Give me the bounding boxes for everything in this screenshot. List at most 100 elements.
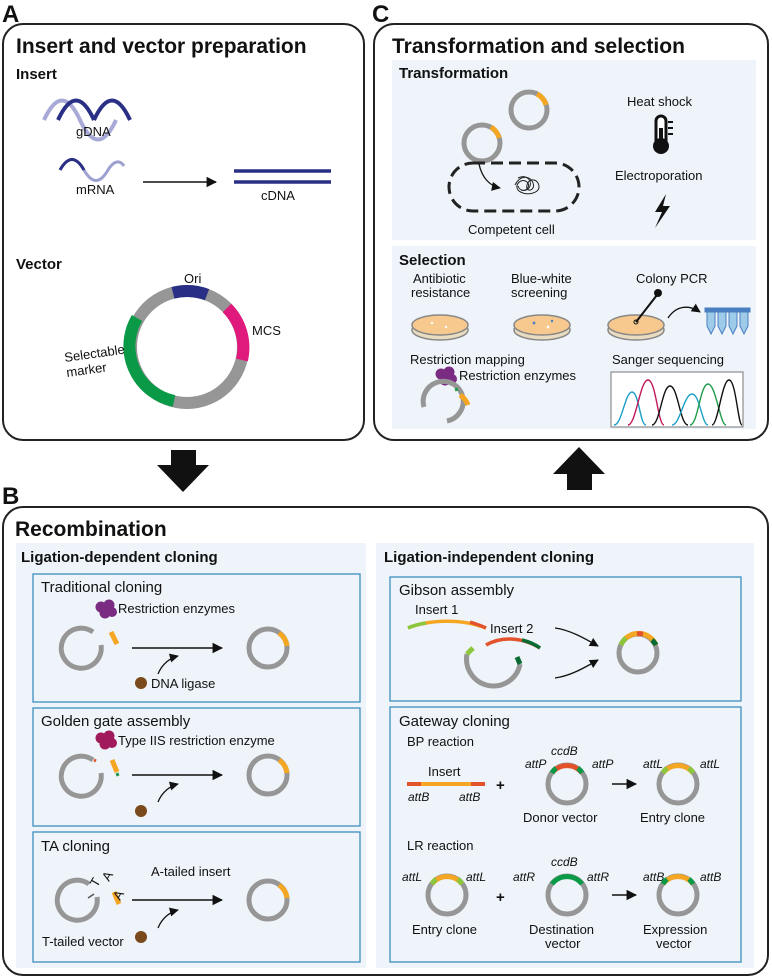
up-arrow-icon <box>553 447 605 490</box>
lr-entry-clone-icon <box>425 873 469 917</box>
panel-c-title: Transformation and selection <box>392 35 685 58</box>
golden-gate-enzyme-label: Type IIS restriction enzyme <box>118 733 275 748</box>
ligation-dependent-heading: Ligation-dependent cloning <box>21 549 218 566</box>
antibiotic-label-1: Antibiotic <box>413 271 466 286</box>
panel-c-letter: C <box>372 1 389 28</box>
golden-gate-ligase-icon <box>135 805 147 817</box>
vector-heading: Vector <box>16 256 62 273</box>
antibiotic-label-2: resistance <box>411 285 470 300</box>
transformation-box <box>392 60 756 240</box>
attb-label-1: attB <box>408 790 429 804</box>
bluewhite-label-2: screening <box>511 285 567 300</box>
ligation-independent-heading: Ligation-independent cloning <box>384 549 594 566</box>
gdna-helix-icon <box>42 98 132 142</box>
sanger-label: Sanger sequencing <box>612 352 724 367</box>
golden-gate-cut-plasmid-icon <box>58 753 120 799</box>
insert-heading: Insert <box>16 66 57 83</box>
bp-reaction-label: BP reaction <box>407 734 474 749</box>
attb-label-2: attB <box>459 790 480 804</box>
attb-label-4: attB <box>700 870 721 884</box>
chromatogram-icon <box>610 371 744 428</box>
lightning-icon <box>655 194 670 228</box>
expression-label-2: vector <box>656 936 692 951</box>
plus-sign-2: + <box>496 889 505 906</box>
destination-label-2: vector <box>545 936 581 951</box>
attl-label-4: attL <box>466 870 486 884</box>
down-arrow-icon <box>157 450 209 492</box>
traditional-enzymes-label: Restriction enzymes <box>118 601 236 616</box>
competent-cell-icon <box>447 161 581 213</box>
gateway-insert-label: Insert <box>428 764 461 779</box>
ta-title: TA cloning <box>41 838 110 855</box>
lr-reaction-label: LR reaction <box>407 838 473 853</box>
attl-label-3: attL <box>402 870 422 884</box>
panel-b-letter: B <box>2 483 19 510</box>
destination-label-1: Destination <box>529 922 594 937</box>
attl-label-2: attL <box>700 757 720 771</box>
attp-label-2: attP <box>592 757 613 771</box>
donor-vector-icon <box>545 762 589 806</box>
panel-a-letter: A <box>2 1 19 28</box>
ta-ligase-icon <box>135 931 147 943</box>
a-tailed-label: A-tailed insert <box>151 864 231 879</box>
entry-clone-label: Entry clone <box>640 810 705 825</box>
ta-cut-plasmid-icon <box>54 877 122 923</box>
attr-label-1: attR <box>513 870 535 884</box>
cdna-label: cDNA <box>261 188 295 203</box>
petri-dish-bluewhite-icon <box>513 314 571 341</box>
panel-c: C Transformation and selection Transform… <box>372 1 769 441</box>
ligase-icon <box>135 677 147 689</box>
pcr-tubes-icon <box>704 307 751 336</box>
gdna-label: gDNA <box>76 124 111 139</box>
panel-a-frame <box>2 23 365 441</box>
attr-label-2: attR <box>587 870 609 884</box>
attl-label-1: attL <box>643 757 663 771</box>
vector-plasmid-icon <box>123 285 250 409</box>
t-tailed-label: T-tailed vector <box>42 934 124 949</box>
gateway-box <box>389 706 742 963</box>
golden-gate-box <box>32 707 361 827</box>
competent-cell-label: Competent cell <box>468 222 555 237</box>
plus-sign-1: + <box>496 777 505 794</box>
ccdb-label-1: ccdB <box>551 744 578 758</box>
golden-gate-enzyme-icon <box>95 730 117 750</box>
traditional-enzyme-icon <box>95 599 117 619</box>
selectable-label-2: marker <box>65 359 108 380</box>
transform-plasmid-icon <box>461 89 550 164</box>
mcs-label: MCS <box>252 323 281 338</box>
restriction-mapping-label: Restriction mapping <box>410 352 525 367</box>
selection-heading: Selection <box>399 252 466 269</box>
donor-vector-label: Donor vector <box>523 810 598 825</box>
panel-a-title: Insert and vector preparation <box>16 35 307 58</box>
panel-a: A Insert and vector preparation Insert g… <box>2 1 365 441</box>
mrna-label: mRNA <box>76 182 115 197</box>
ta-cloning-box <box>32 831 361 963</box>
lr-entry-clone-label: Entry clone <box>412 922 477 937</box>
traditional-product-plasmid-icon <box>246 626 290 670</box>
traditional-cloning-box <box>32 573 361 703</box>
panel-b-title: Recombination <box>15 518 167 541</box>
gateway-title: Gateway cloning <box>399 713 510 730</box>
restriction-enzymes-label: Restriction enzymes <box>459 368 577 383</box>
heat-shock-label: Heat shock <box>627 94 693 109</box>
gibson-product-plasmid-icon <box>616 630 660 675</box>
colony-pcr-label: Colony PCR <box>636 271 708 286</box>
insert1-label: Insert 1 <box>415 602 458 617</box>
petri-dish-pcr-icon <box>607 289 665 341</box>
petri-dish-antibiotic-icon <box>411 314 469 341</box>
destination-vector-icon <box>545 873 589 917</box>
ori-label: Ori <box>184 271 201 286</box>
expression-label-1: Expression <box>643 922 707 937</box>
attp-label-1: attP <box>525 757 546 771</box>
gibson-title: Gibson assembly <box>399 582 515 599</box>
attb-label-3: attB <box>643 870 664 884</box>
ta-product-plasmid-icon <box>246 878 290 922</box>
insert2-label: Insert 2 <box>490 621 533 636</box>
traditional-title: Traditional cloning <box>41 579 162 596</box>
expression-vector-icon <box>656 873 700 917</box>
electroporation-label: Electroporation <box>615 168 702 183</box>
chromosome-icon <box>514 176 540 195</box>
cut-plasmid-icon <box>420 378 471 424</box>
gibson-vector-icon <box>464 646 523 689</box>
